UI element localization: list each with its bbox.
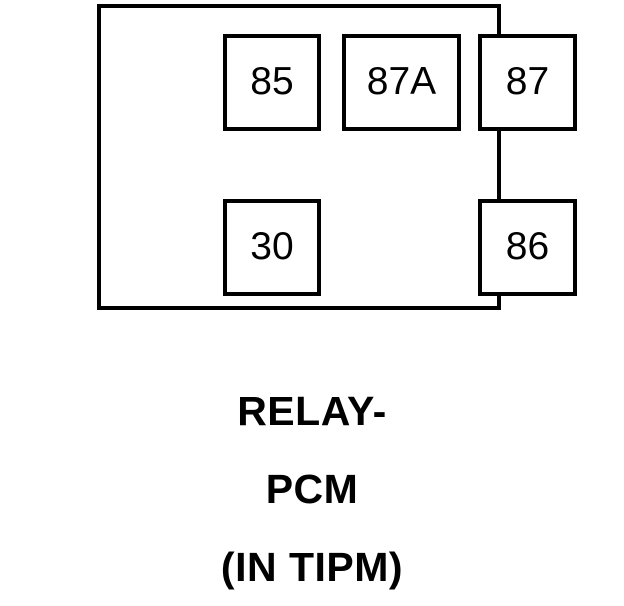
relay-body-outline: 85 87A 87 30 86 bbox=[97, 4, 577, 310]
caption-line-1: RELAY- bbox=[237, 388, 387, 434]
terminal-pin-30[interactable]: 30 bbox=[223, 199, 321, 296]
caption-line-2: PCM bbox=[265, 466, 359, 512]
terminal-pin-87-label: 87 bbox=[505, 60, 550, 103]
terminal-pin-87[interactable]: 87 bbox=[478, 34, 577, 131]
terminal-pin-86-label: 86 bbox=[505, 225, 550, 268]
terminal-pin-85-label: 85 bbox=[250, 60, 294, 103]
relay-caption: RELAY- PCM (IN TIPM) bbox=[0, 372, 624, 606]
terminal-pin-86[interactable]: 86 bbox=[478, 199, 577, 296]
caption-line-3: (IN TIPM) bbox=[220, 544, 404, 590]
terminal-pin-85[interactable]: 85 bbox=[223, 34, 321, 131]
terminal-pin-87a-label: 87A bbox=[366, 60, 437, 103]
terminal-pin-87a[interactable]: 87A bbox=[342, 34, 461, 131]
terminal-pin-30-label: 30 bbox=[250, 225, 294, 268]
